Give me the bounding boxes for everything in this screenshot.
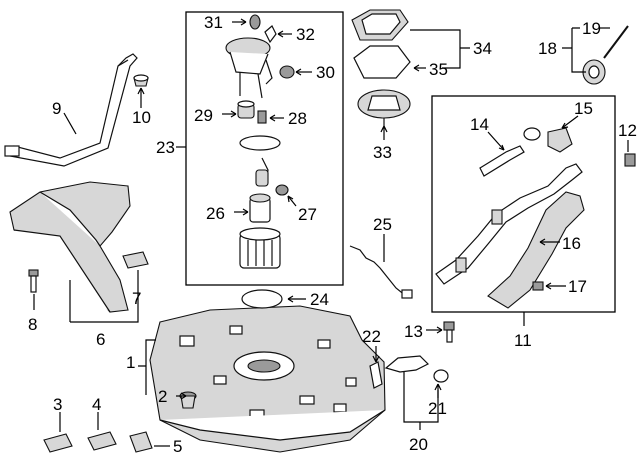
hose-20-part [384, 355, 430, 373]
label-19: 19 [582, 19, 601, 38]
label-14: 14 [470, 115, 489, 134]
bolt-13-part [443, 321, 455, 343]
gasket-24-part [241, 289, 283, 309]
label-23: 23 [156, 138, 175, 157]
bolt-part [28, 269, 39, 293]
gasket-35-part [353, 45, 411, 79]
label-10: 10 [132, 108, 151, 127]
label-2: 2 [158, 387, 167, 406]
label-33: 33 [373, 143, 392, 162]
cover-34-part [351, 9, 409, 41]
label-22: 22 [362, 327, 381, 346]
label-24: 24 [310, 290, 329, 309]
fuel-cap-18-part [582, 59, 606, 85]
fuel-pump-part [255, 157, 269, 187]
hose-14-part [479, 145, 525, 177]
pump-module-part [225, 37, 273, 99]
label-25: 25 [373, 215, 392, 234]
label-13: 13 [404, 322, 423, 341]
connector-25-part [401, 289, 413, 299]
label-11: 11 [514, 331, 532, 350]
wiring-harness-25-part [349, 245, 407, 297]
label-3: 3 [53, 395, 62, 414]
label-15: 15 [574, 99, 593, 118]
valve-28-part [257, 110, 267, 124]
label-21: 21 [428, 399, 447, 418]
label-8: 8 [28, 315, 37, 334]
label-5: 5 [173, 437, 182, 456]
callout-labels: 1 2 3 4 5 6 7 8 9 10 11 12 13 14 15 16 1… [28, 13, 637, 456]
label-18: 18 [538, 39, 557, 58]
fuel-pump-group-box [185, 11, 344, 286]
fuel-tank-part [149, 305, 386, 453]
label-29: 29 [194, 106, 213, 125]
bolt-17-part [532, 281, 544, 291]
fitting-30-part [279, 65, 295, 79]
label-31: 31 [204, 13, 223, 32]
filter-29-part [237, 100, 255, 119]
leader-lines [33, 18, 629, 447]
clip-22-part [369, 361, 383, 389]
label-30: 30 [316, 63, 335, 82]
grommet-part [133, 74, 149, 87]
tether-19-part [603, 25, 629, 59]
filler-pipe-part [435, 163, 583, 285]
pad-3-part [43, 433, 73, 453]
pad-4-part [87, 431, 117, 451]
clamp-21-part [433, 369, 449, 383]
protector-16-part [487, 191, 585, 309]
label-35: 35 [429, 60, 448, 79]
pad-5-part [129, 431, 153, 453]
reservoir-part [239, 227, 281, 269]
label-20: 20 [409, 435, 428, 454]
label-6: 6 [96, 330, 105, 349]
label-26: 26 [206, 204, 225, 223]
sensor-27-part [275, 184, 289, 196]
pump-retainer-part [239, 135, 281, 151]
plate-33-part [357, 89, 411, 126]
bolt-12-part [624, 153, 636, 167]
insulator-pad-part [122, 251, 149, 269]
label-17: 17 [568, 277, 587, 296]
drain-plug-part [179, 391, 197, 409]
label-12: 12 [618, 121, 637, 140]
label-34: 34 [473, 39, 492, 58]
tank-strap-part [4, 53, 138, 167]
heat-shield-part [9, 181, 131, 313]
label-28: 28 [288, 109, 307, 128]
label-16: 16 [562, 234, 581, 253]
filter-26-part [249, 193, 271, 223]
label-27: 27 [298, 205, 317, 224]
label-9: 9 [52, 99, 61, 118]
hose-32-part [264, 25, 277, 44]
bracket-15-part [523, 127, 573, 153]
fitting-31-part [249, 14, 261, 30]
label-1: 1 [126, 353, 135, 372]
label-32: 32 [296, 25, 315, 44]
label-4: 4 [92, 395, 101, 414]
label-7: 7 [132, 289, 141, 308]
